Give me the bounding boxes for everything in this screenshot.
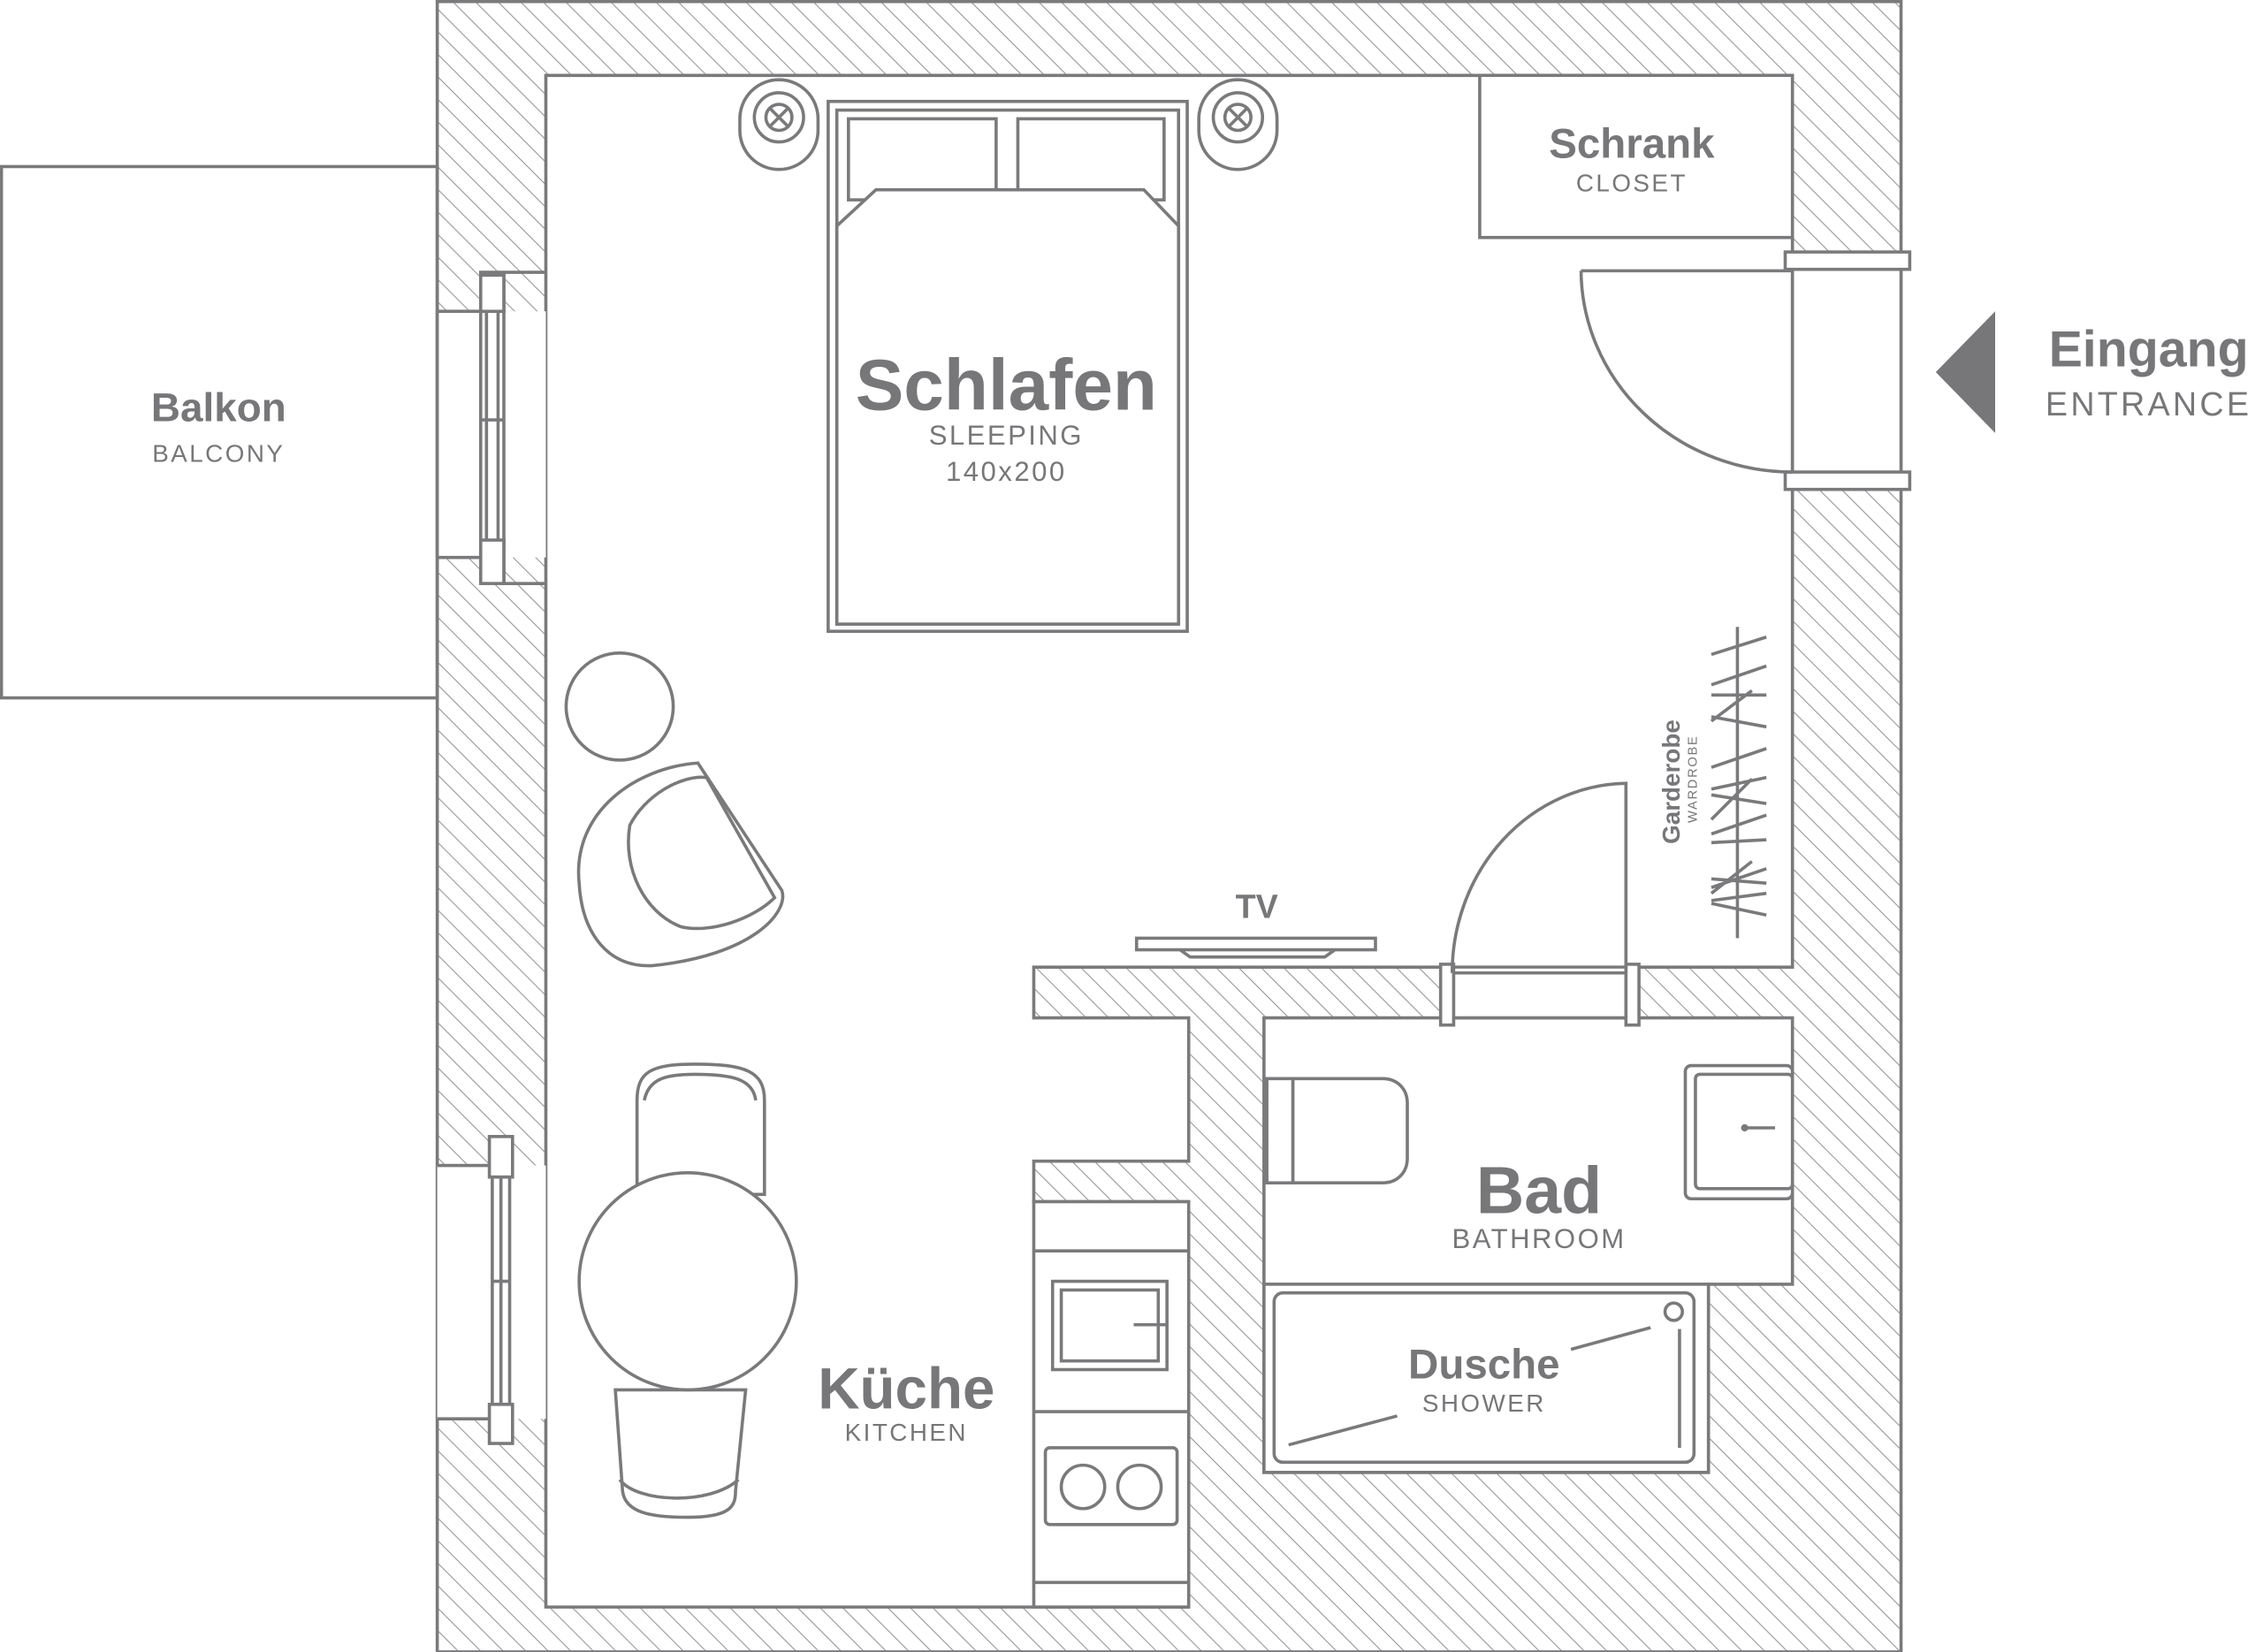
kitchen-label: Küche <box>818 1357 994 1421</box>
closet <box>1478 73 1794 240</box>
bed-size-label: 140x200 <box>946 456 1067 487</box>
bed <box>827 99 1189 634</box>
shower <box>1262 1283 1711 1474</box>
entrance-door[interactable] <box>1579 250 1912 491</box>
balcony-label: Balkon <box>151 384 286 430</box>
dining-table <box>577 1170 798 1392</box>
nightstand-right <box>1197 78 1279 171</box>
entrance-arrow-icon <box>1935 311 1995 433</box>
side-table <box>564 651 675 762</box>
balcony-label-en: BALCONY <box>152 440 285 468</box>
wardrobe-label: Garderobe <box>1657 719 1685 844</box>
shower-label: Dusche <box>1408 1341 1560 1388</box>
tv-label: TV <box>1236 888 1278 925</box>
dining-chair-bottom <box>613 1388 748 1519</box>
dining-chair-top <box>635 1062 766 1197</box>
kitchen-counter <box>1032 1199 1191 1609</box>
bathroom-sink <box>1683 1063 1794 1201</box>
closet-label-en: CLOSET <box>1576 169 1688 196</box>
bathroom-label-en: BATHROOM <box>1452 1223 1627 1254</box>
balcony-outline <box>0 164 439 700</box>
closet-label: Schrank <box>1549 121 1715 168</box>
entrance-label-en: ENTRANCE <box>2046 385 2252 423</box>
kitchen-label-en: KITCHEN <box>845 1419 968 1446</box>
bathroom-label: Bad <box>1476 1153 1602 1228</box>
wardrobe-label-en: WARDROBE <box>1687 735 1701 823</box>
shower-label-en: SHOWER <box>1422 1389 1546 1417</box>
toilet <box>1265 1077 1409 1185</box>
bathroom-door[interactable] <box>1438 781 1641 1027</box>
entrance-label: Eingang <box>2049 321 2249 377</box>
window-bottom <box>437 1135 546 1445</box>
wardrobe-rack <box>1710 627 1767 939</box>
sleeping-label: Schlafen <box>856 346 1157 426</box>
tv <box>1134 936 1377 952</box>
window-top <box>435 270 546 585</box>
sleeping-label-en: SLEEPING <box>929 420 1084 451</box>
armchair <box>576 761 785 968</box>
nightstand-left <box>738 78 820 171</box>
